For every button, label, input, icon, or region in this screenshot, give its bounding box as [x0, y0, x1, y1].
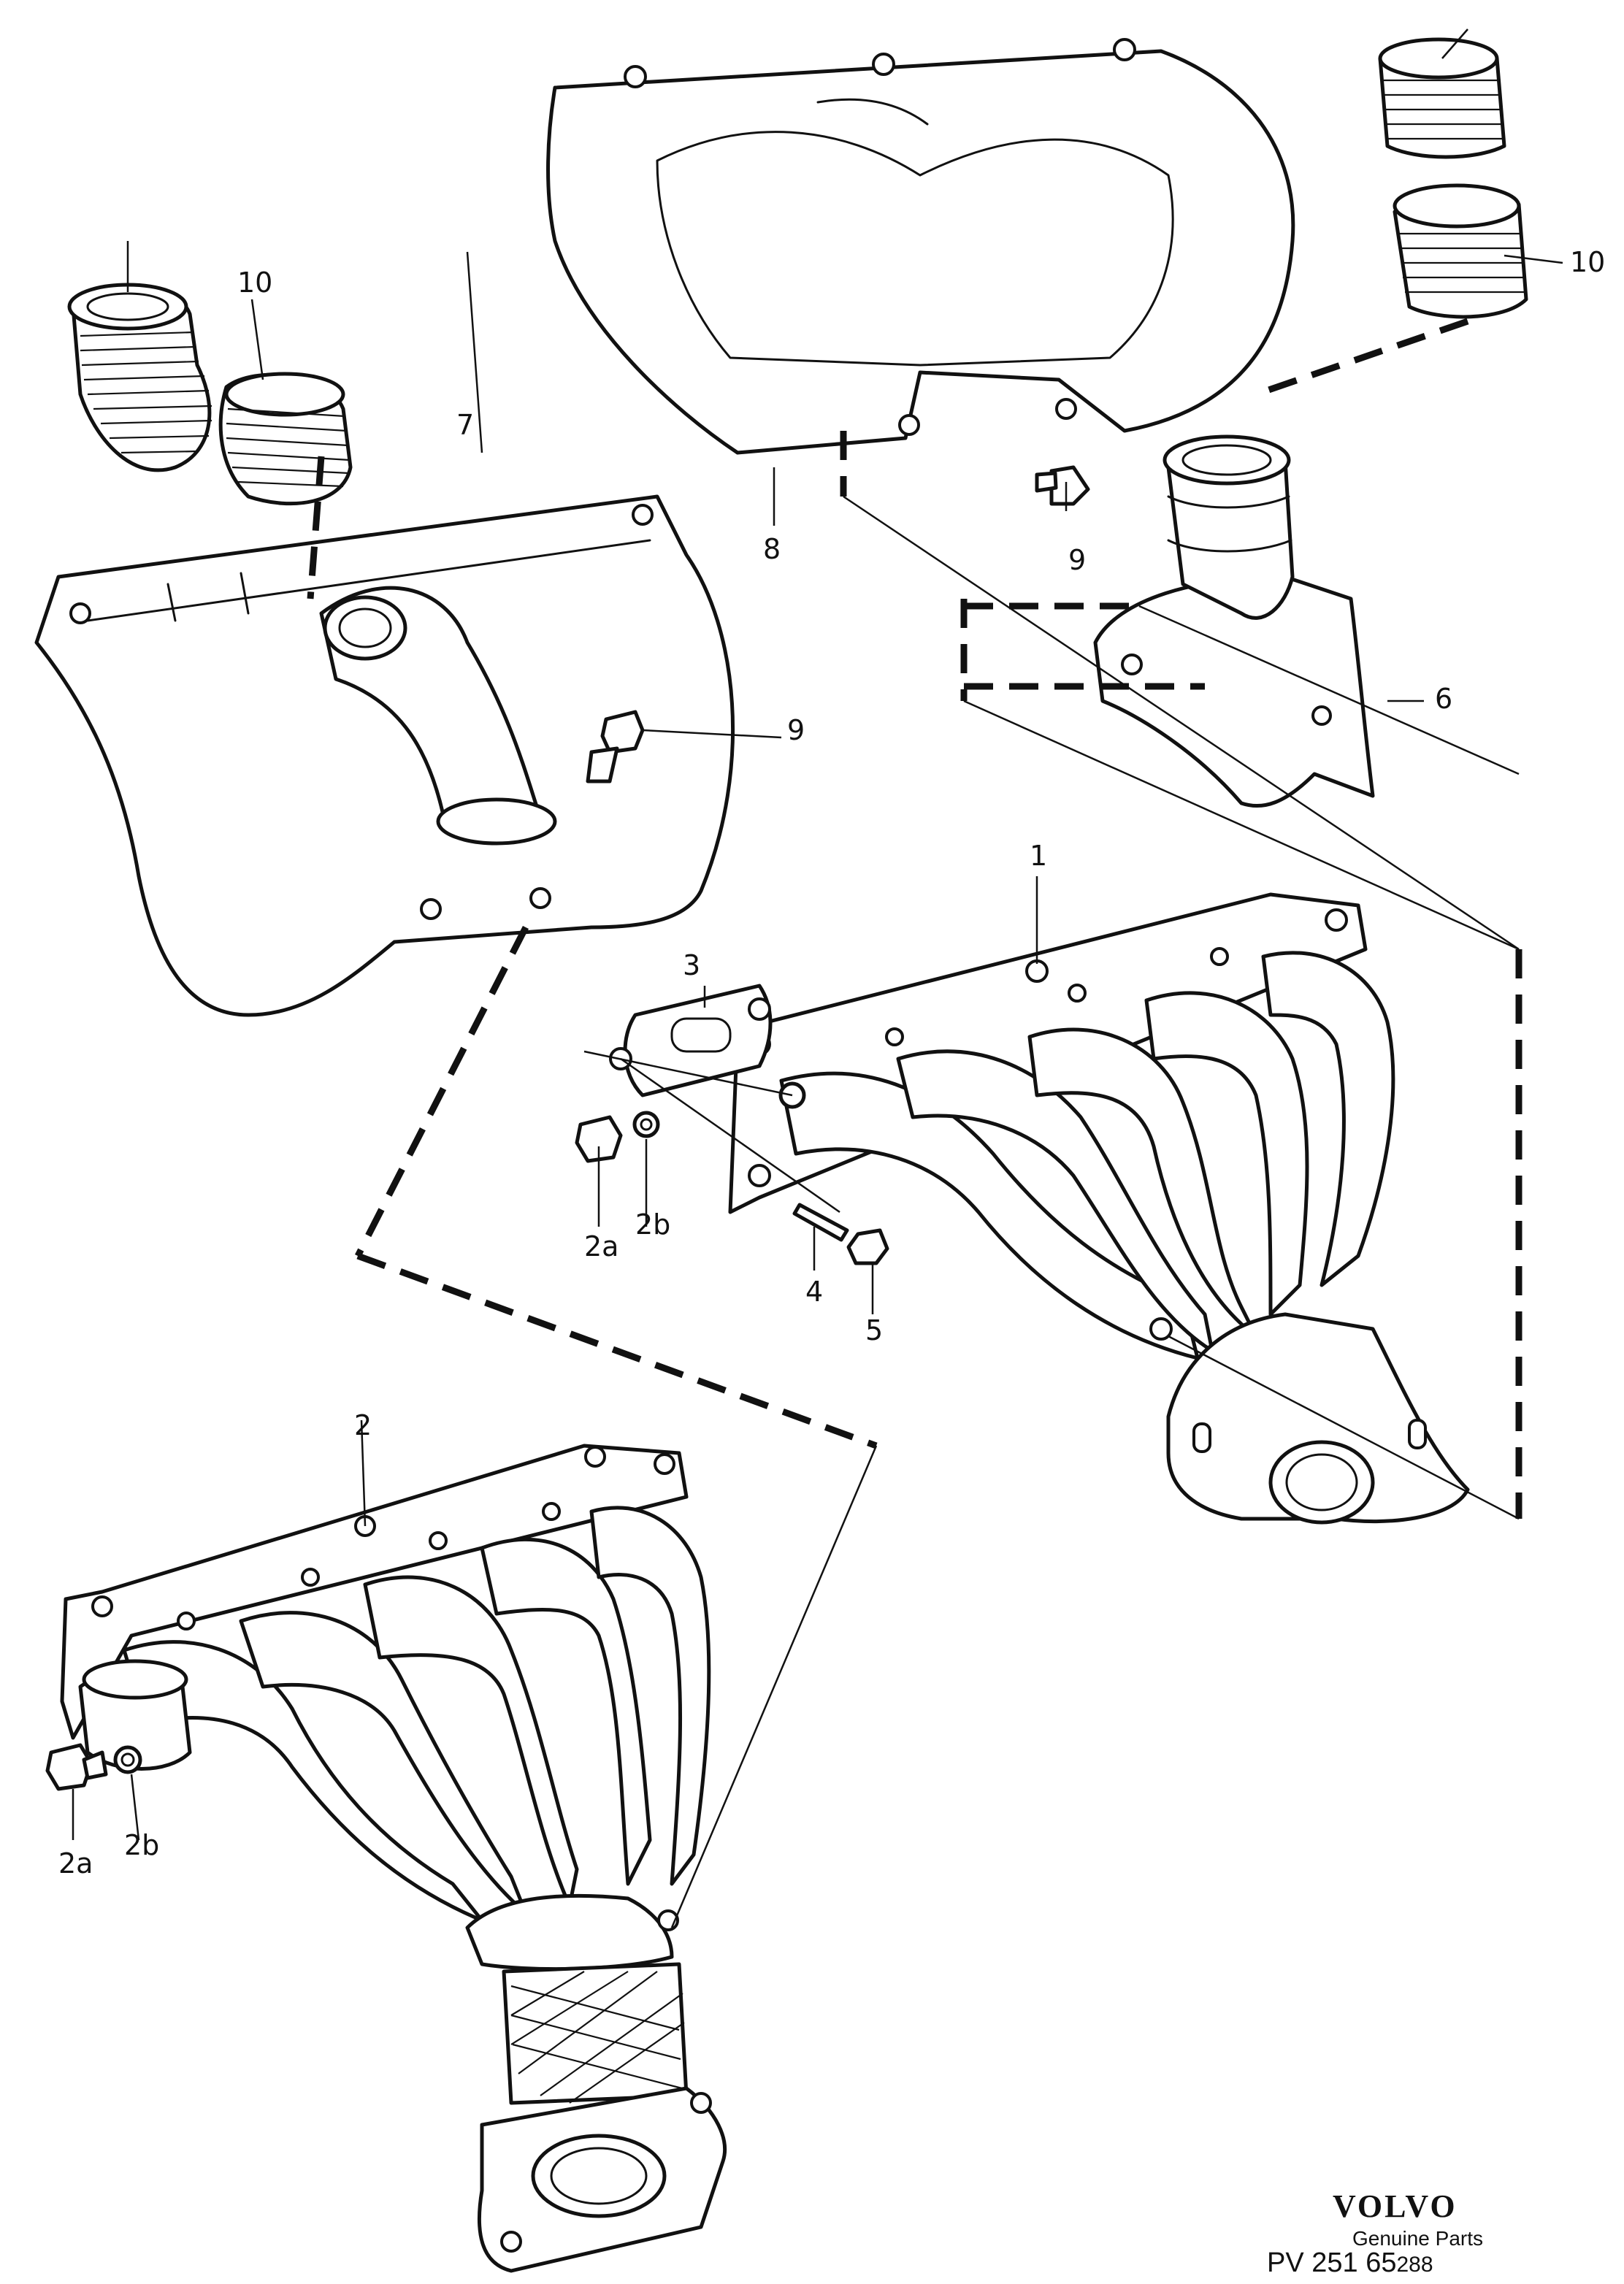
- flex-hose-left: [67, 283, 353, 506]
- fasteners-upper: [575, 1081, 889, 1265]
- callout-2b-lower: 2b: [124, 1829, 159, 1861]
- diagram-reference-code: PV 251 65288: [1267, 2247, 1433, 2279]
- callout-2b-upper: 2b: [635, 1208, 670, 1241]
- callout-6: 6: [1435, 683, 1452, 715]
- callout-1: 1: [1030, 840, 1047, 872]
- genuine-parts-subtitle: Genuine Parts: [1352, 2227, 1483, 2250]
- leader-lines: [72, 28, 1563, 1928]
- callout-2a-upper: 2a: [584, 1230, 618, 1262]
- assembly-dashed-lines: [307, 318, 1522, 1519]
- flex-hose-right: [1378, 37, 1528, 319]
- reference-code-prefix: PV 251 65: [1267, 2247, 1397, 2278]
- callout-3: 3: [683, 949, 700, 981]
- callout-labels: 1 2 2a 2b 2a 2b 3 4 5 6 7 8 9 9 10 10: [58, 246, 1605, 1879]
- reference-code-suffix: 288: [1396, 2253, 1433, 2277]
- callout-8: 8: [763, 533, 781, 565]
- heat-shield-left: [34, 494, 735, 1017]
- callout-10-right: 10: [1570, 246, 1605, 278]
- callout-9-left: 9: [787, 714, 805, 746]
- callout-9-right: 9: [1068, 544, 1086, 576]
- callout-2a-lower: 2a: [58, 1847, 93, 1879]
- bolts: [586, 465, 1090, 783]
- callout-5: 5: [865, 1314, 883, 1346]
- callout-7: 7: [456, 409, 474, 441]
- volvo-logo: VOLVO: [1333, 2188, 1458, 2224]
- callout-10-left: 10: [237, 267, 272, 299]
- exhaust-manifold-lower: [60, 1444, 727, 2273]
- heat-shield-upper: [546, 38, 1295, 455]
- fasteners-lower: [45, 1743, 142, 1791]
- exhaust-manifold-upper: [728, 892, 1470, 1525]
- callout-2: 2: [354, 1409, 372, 1441]
- heat-shield-right-shroud: [1093, 434, 1375, 808]
- callout-4: 4: [805, 1276, 823, 1308]
